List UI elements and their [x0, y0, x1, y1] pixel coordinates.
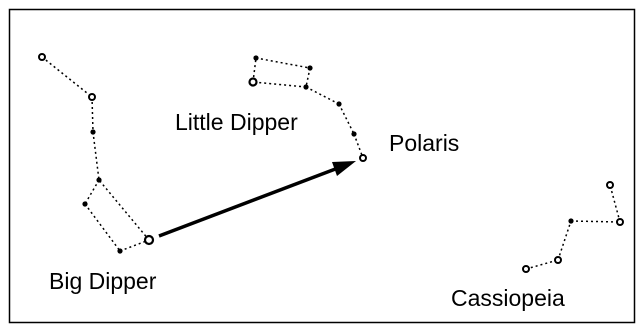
pointer-arrow: [158, 161, 356, 238]
big-dipper-stars: [38, 53, 155, 254]
star: [38, 53, 46, 61]
star: [303, 84, 309, 90]
polaris-star: [359, 154, 367, 162]
star: [90, 129, 96, 135]
chart-border: [8, 8, 636, 324]
little-dipper-links: [252, 57, 364, 159]
star: [522, 265, 530, 273]
star: [143, 234, 155, 246]
star: [554, 256, 562, 264]
big-dipper-links: [41, 56, 150, 252]
star: [96, 177, 102, 183]
star: [253, 55, 259, 61]
cassiopeia-stars: [522, 181, 624, 273]
star: [117, 248, 123, 254]
star: [248, 77, 258, 87]
star: [568, 218, 574, 224]
star: [616, 218, 624, 226]
star: [336, 101, 342, 107]
big-dipper-label: Big Dipper: [49, 268, 157, 294]
little-dipper-label: Little Dipper: [175, 109, 298, 135]
star: [82, 201, 88, 207]
star: [88, 93, 96, 101]
star: [351, 131, 357, 137]
cassiopeia-label: Cassiopeia: [451, 285, 565, 311]
little-dipper-stars: [248, 55, 367, 162]
polaris-label: Polaris: [389, 130, 460, 156]
star: [307, 65, 313, 71]
star: [606, 181, 614, 189]
cassiopeia-links: [525, 184, 621, 270]
